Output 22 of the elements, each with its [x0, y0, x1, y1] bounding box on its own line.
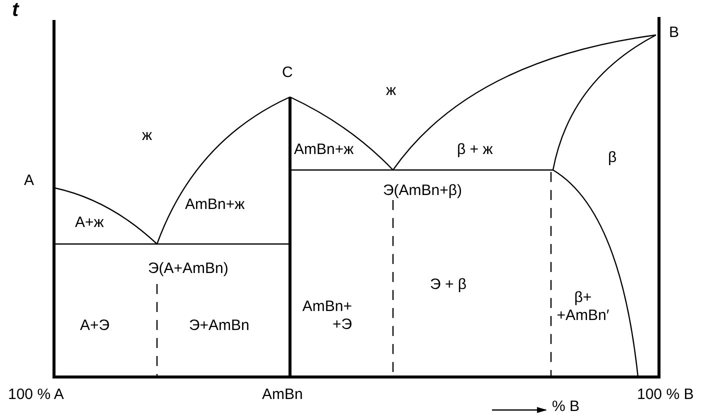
axis-label: % B: [552, 398, 580, 416]
phase-label: β + ж: [457, 141, 493, 159]
phase-label: β+ +AmBn′: [556, 289, 610, 325]
point-label: A: [24, 172, 34, 190]
point-label: Э(AmBn+β): [383, 182, 462, 200]
phase-label: Э + β: [430, 276, 467, 294]
phase-label: ж: [142, 127, 152, 145]
phase-label: AmBn+ж: [185, 196, 245, 214]
axis-title: t: [12, 0, 19, 20]
point-label: B: [669, 24, 680, 42]
phase-label: β: [608, 149, 617, 167]
phase-label: Э+AmBn: [189, 317, 250, 335]
point-label: Э(A+AmBn): [148, 260, 228, 278]
phase-label: AmBn+ж: [294, 141, 354, 159]
point-label: C: [282, 64, 293, 82]
phase-label: A+ж: [75, 214, 104, 232]
axis-label: 100 % B: [637, 386, 694, 404]
phase-label: AmBn+ +Э: [302, 298, 352, 334]
axis-label: AmBn: [262, 386, 303, 404]
axis-label: 100 % A: [8, 386, 64, 404]
phase-label: A+Э: [80, 317, 110, 335]
phase-label: ж: [386, 82, 396, 100]
